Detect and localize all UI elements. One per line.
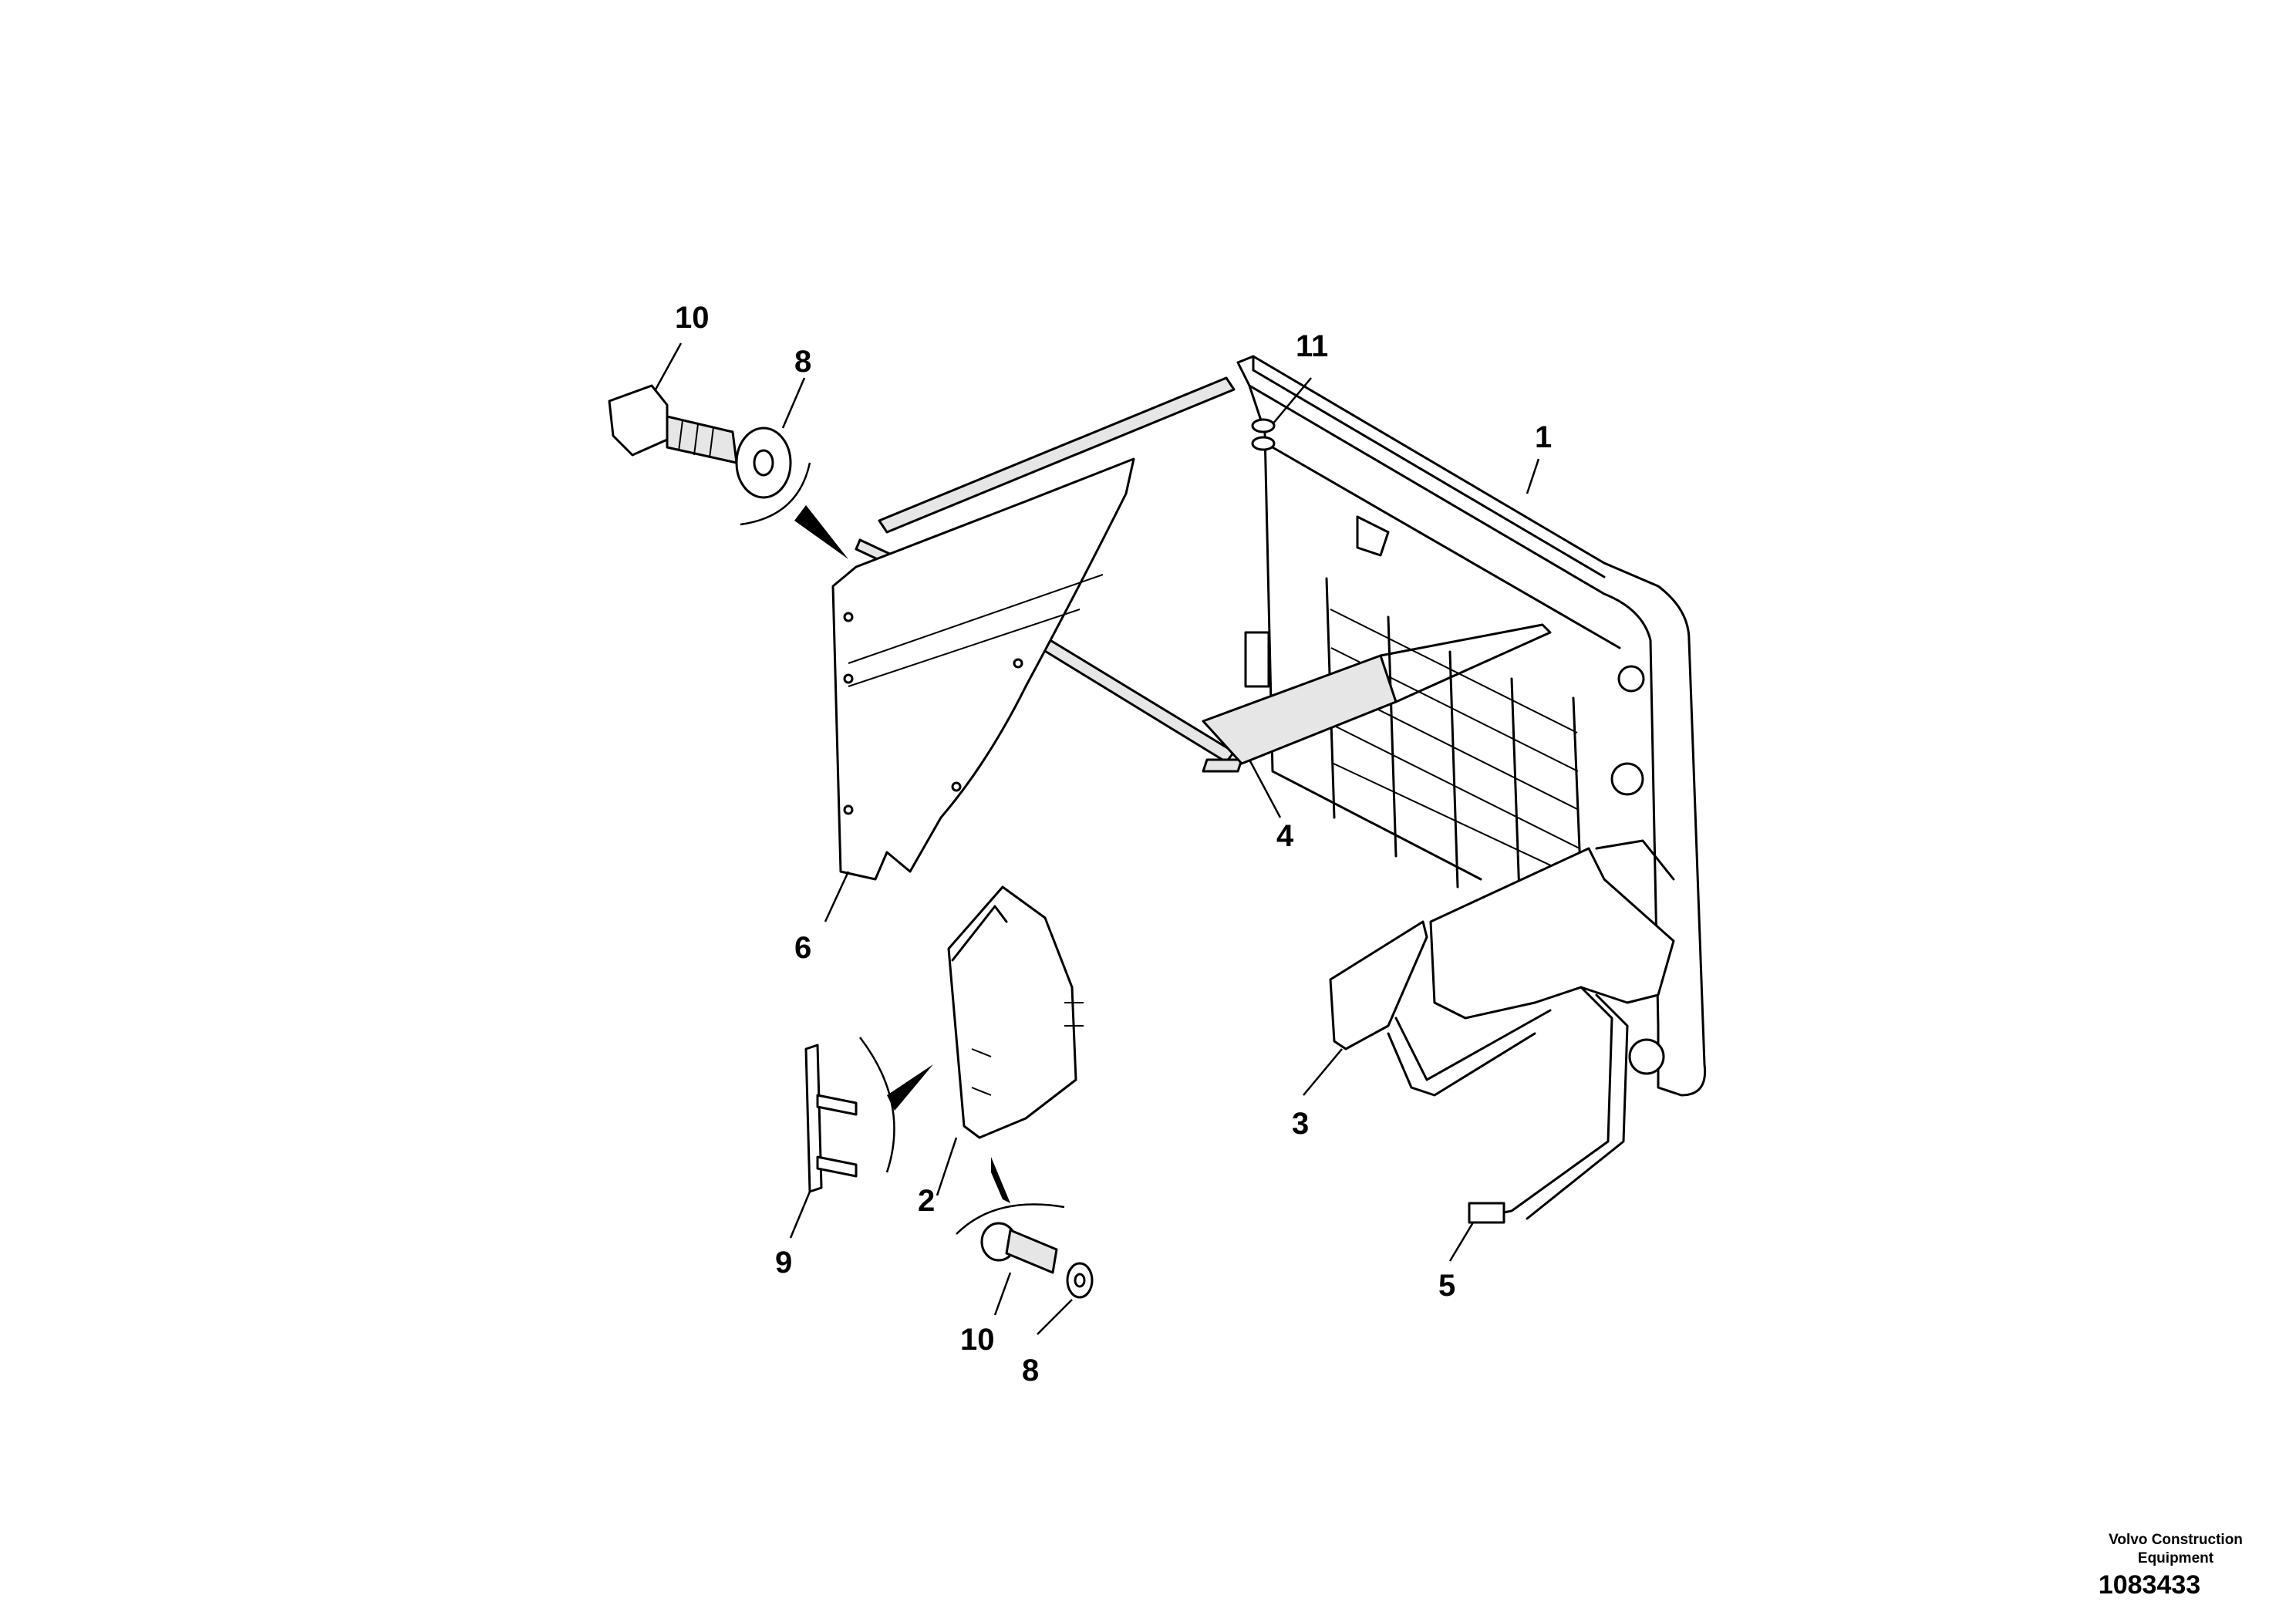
part-2-bracket bbox=[947, 885, 1084, 1139]
credit-company-line2: Equipment bbox=[2137, 1550, 2214, 1566]
part-10-bolt-bottom bbox=[956, 1157, 1065, 1274]
credit-company: Volvo Construction Equipment bbox=[2091, 1531, 2261, 1568]
callout-11: 11 bbox=[1296, 329, 1328, 363]
part-9-comb bbox=[804, 1037, 933, 1193]
callout-6: 6 bbox=[794, 931, 811, 965]
callout-10-top: 10 bbox=[675, 301, 710, 335]
figure-number: 1083433 bbox=[2098, 1570, 2201, 1600]
part-8-washer-bottom bbox=[1066, 1262, 1094, 1299]
part-5-handle bbox=[1387, 847, 1675, 1224]
callout-2: 2 bbox=[918, 1184, 935, 1218]
part-6-side-panel bbox=[831, 457, 1135, 881]
part-10-bolt-top bbox=[608, 384, 738, 464]
part-8-washer-top bbox=[735, 427, 848, 559]
callout-5: 5 bbox=[1438, 1269, 1455, 1303]
credit-company-line1: Volvo Construction bbox=[2109, 1532, 2243, 1548]
callout-8-top: 8 bbox=[794, 345, 811, 379]
callout-8-bottom: 8 bbox=[1022, 1354, 1039, 1388]
callout-3: 3 bbox=[1292, 1107, 1309, 1141]
part-11-clips bbox=[1251, 418, 1276, 451]
leader-lines bbox=[654, 342, 1540, 1335]
callout-10-bottom: 10 bbox=[960, 1323, 995, 1357]
part-4-plate bbox=[1202, 623, 1552, 765]
callout-4: 4 bbox=[1276, 819, 1294, 853]
callout-1: 1 bbox=[1535, 420, 1552, 454]
part-3-plate bbox=[1329, 920, 1428, 1050]
callouts: 10 8 11 1 4 6 3 2 9 5 10 8 bbox=[675, 301, 1552, 1388]
callout-9: 9 bbox=[775, 1246, 792, 1280]
